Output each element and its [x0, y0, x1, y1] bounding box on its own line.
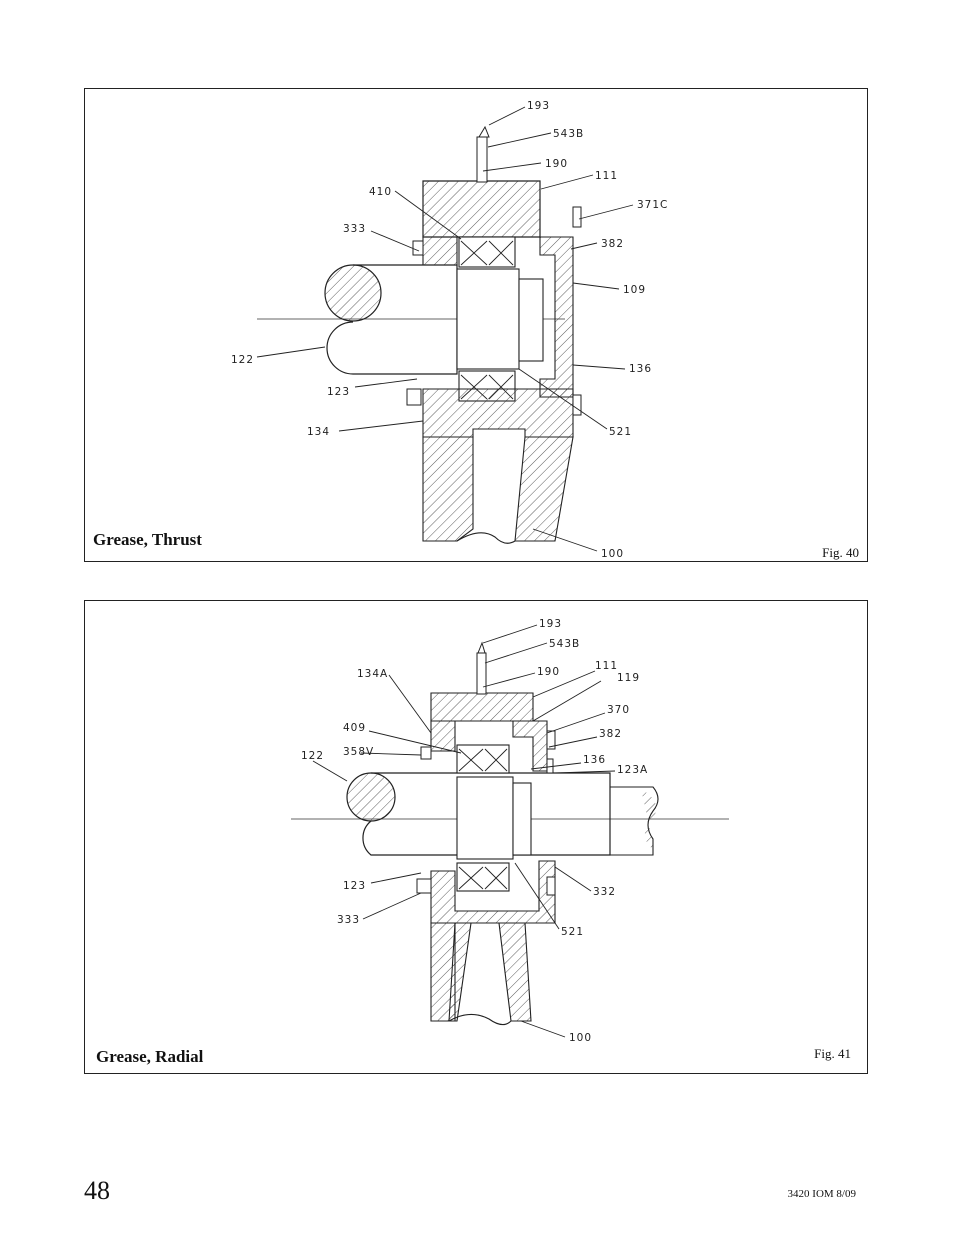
figure-number: Fig. 41	[814, 1046, 851, 1061]
callout-190: 190	[537, 666, 560, 678]
callout-123: 123	[343, 880, 366, 892]
callout-111: 111	[595, 170, 618, 182]
callout-358v: 358V	[343, 746, 374, 758]
callout-134a: 134A	[357, 668, 388, 680]
callout-136: 136	[629, 363, 652, 375]
figure-number: Fig. 40	[822, 545, 859, 560]
callout-543b: 543B	[549, 638, 580, 650]
callout-193: 193	[539, 618, 562, 630]
callout-409: 409	[343, 722, 366, 734]
callout-100: 100	[569, 1032, 592, 1044]
callout-332: 332	[593, 886, 616, 898]
callout-134: 134	[307, 426, 330, 438]
callout-123: 123	[327, 386, 350, 398]
callout-123a: 123A	[617, 764, 648, 776]
callout-190: 190	[545, 158, 568, 170]
callout-122: 122	[301, 750, 324, 762]
callout-111: 111	[595, 660, 618, 672]
callout-100: 100	[601, 548, 624, 560]
figure-title: Grease, Radial	[96, 1047, 204, 1066]
bearing-assembly-drawing-radial: 193 543B 190 111 134A 119 370 409 382 35…	[291, 618, 729, 1044]
callout-333: 333	[343, 223, 366, 235]
callout-410: 410	[369, 186, 392, 198]
callout-370: 370	[607, 704, 630, 716]
callout-382: 382	[599, 728, 622, 740]
document-code: 3420 IOM 8/09	[787, 1188, 856, 1200]
callout-521: 521	[561, 926, 584, 938]
callout-109: 109	[623, 284, 646, 296]
callout-521: 521	[609, 426, 632, 438]
page-number: 48	[84, 1176, 110, 1205]
figure-grease-radial: 193 543B 190 111 134A 119 370 409 382 35…	[84, 600, 868, 1074]
callout-119: 119	[617, 672, 640, 684]
callout-122: 122	[231, 354, 254, 366]
callout-193: 193	[527, 100, 550, 112]
figure-title: Grease, Thrust	[93, 530, 202, 549]
callout-136: 136	[583, 754, 606, 766]
callout-543b: 543B	[553, 128, 584, 140]
callout-371c: 371C	[637, 199, 668, 211]
bearing-assembly-drawing-thrust: 193 543B 190 111 410 371C 333 382 109 12…	[231, 100, 668, 560]
figure-grease-thrust: 193 543B 190 111 410 371C 333 382 109 12…	[84, 88, 868, 562]
callout-382: 382	[601, 238, 624, 250]
callout-333: 333	[337, 914, 360, 926]
